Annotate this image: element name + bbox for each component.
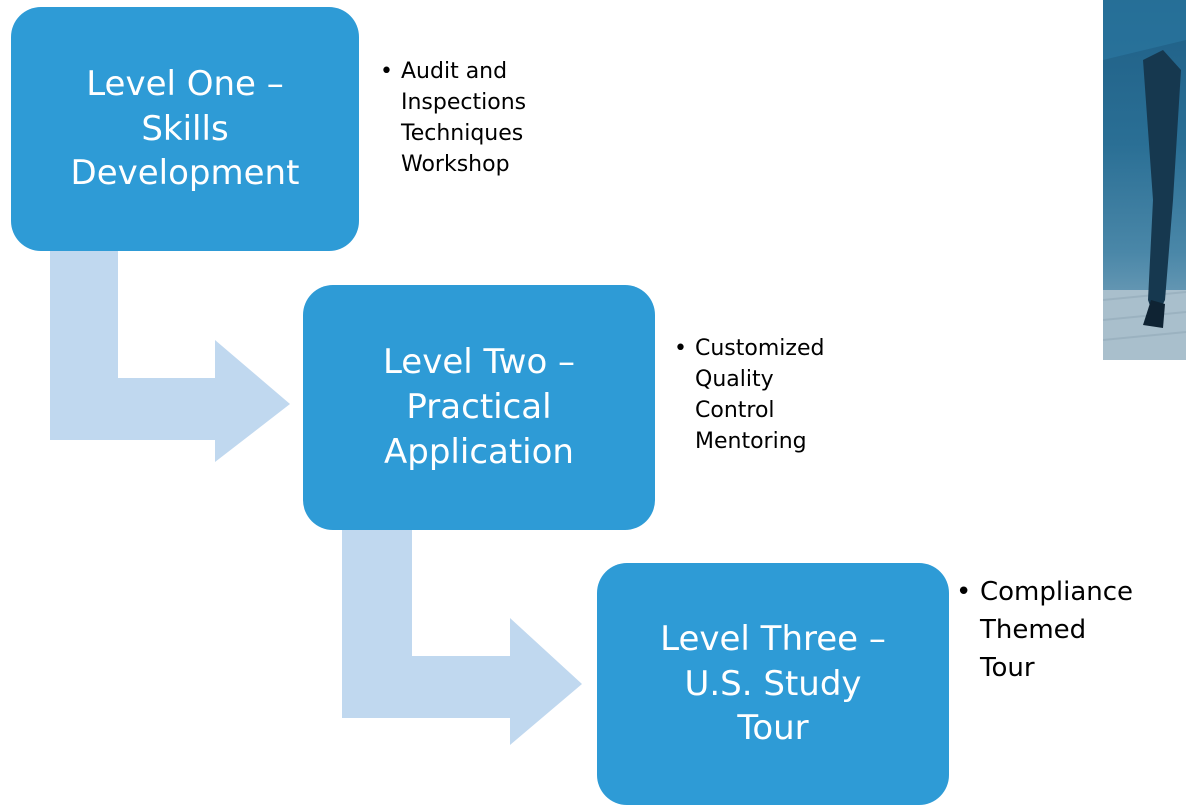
photo-figure-icon bbox=[1103, 0, 1186, 360]
photo-fragment bbox=[1103, 0, 1186, 360]
level-two-box: Level Two – Practical Application bbox=[303, 285, 655, 530]
level-three-bullet: • Compliance Themed Tour bbox=[956, 573, 1186, 687]
arrow-level-one-to-two bbox=[50, 230, 290, 462]
arrow-level-two-to-three bbox=[342, 530, 582, 745]
level-two-title: Level Two – Practical Application bbox=[382, 342, 576, 472]
bullet-dot-icon: • bbox=[674, 336, 687, 361]
level-three-bullet-text: Compliance Themed Tour bbox=[980, 577, 1134, 683]
level-two-bullet: • Customized Quality Control Mentoring bbox=[674, 333, 904, 457]
level-three-box: Level Three – U.S. Study Tour bbox=[597, 563, 949, 805]
level-two-bullet-text: Customized Quality Control Mentoring bbox=[695, 336, 825, 454]
bullet-dot-icon: • bbox=[956, 577, 972, 607]
bullet-dot-icon: • bbox=[380, 59, 393, 84]
level-one-box: Level One – Skills Development bbox=[11, 7, 359, 251]
level-one-bullet: • Audit and Inspections Techniques Works… bbox=[380, 56, 610, 180]
level-one-title: Level One – Skills Development bbox=[70, 63, 300, 194]
level-one-bullet-text: Audit and Inspections Techniques Worksho… bbox=[401, 59, 527, 177]
level-three-title: Level Three – U.S. Study Tour bbox=[660, 618, 886, 749]
